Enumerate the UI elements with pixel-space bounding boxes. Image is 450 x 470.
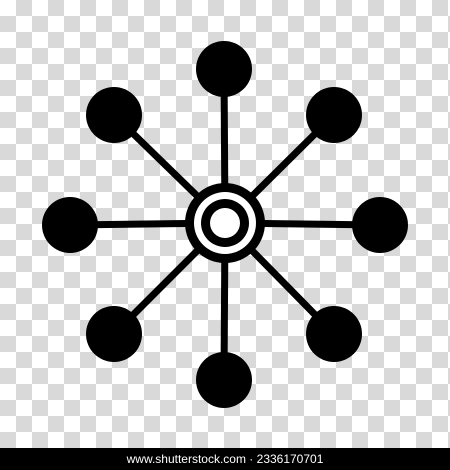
- node-top-right: [306, 87, 362, 143]
- node-bottom: [196, 352, 252, 408]
- hub-nodes: [42, 41, 408, 408]
- node-bottom-left: [86, 306, 142, 362]
- image-footer: www.shutterstock.com · 2336170701: [0, 448, 450, 470]
- node-right: [352, 197, 408, 253]
- node-top: [196, 41, 252, 97]
- network-hub-icon: [42, 41, 408, 408]
- node-top-left: [86, 87, 142, 143]
- node-left: [42, 197, 98, 253]
- node-bottom-right: [306, 306, 362, 362]
- hub-center: [185, 183, 265, 263]
